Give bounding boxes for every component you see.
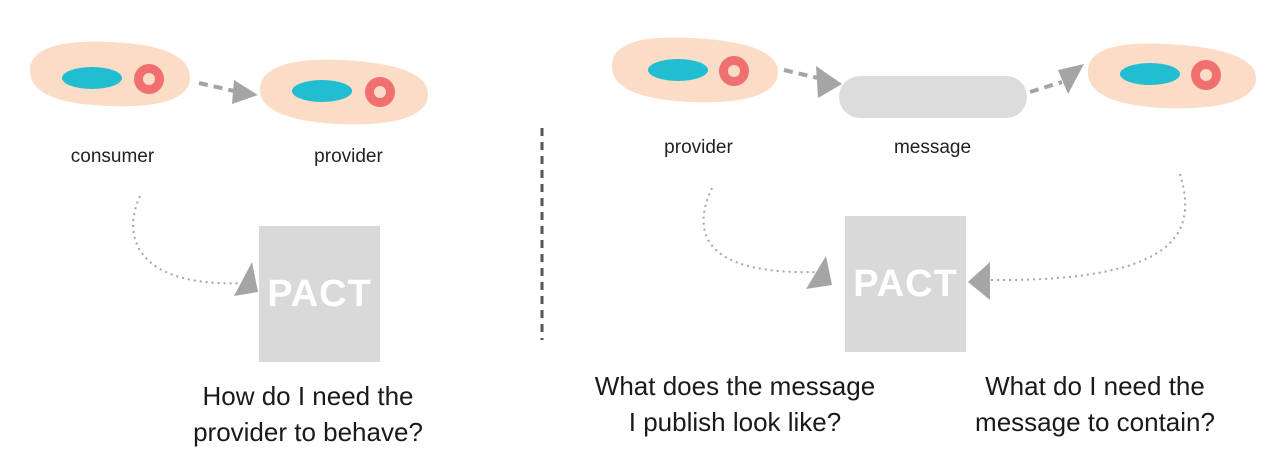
provider-to-pact-arrow (702, 187, 819, 274)
left-question-line2: provider to behave? (193, 417, 423, 447)
publish-arrowhead (816, 66, 842, 98)
request-arrowhead (232, 80, 258, 104)
provider-service-icon (259, 59, 428, 125)
right-question-publish-line2: I publish look like? (628, 407, 842, 437)
consumer-to-pact-arrowhead (234, 262, 258, 296)
pact-text-left: PACT (267, 272, 372, 315)
right-provider-label: provider (664, 137, 733, 158)
pact-document-right: PACT (845, 216, 966, 352)
right-question-publish: What does the message I publish look lik… (560, 368, 910, 440)
left-question-line1: How do I need the (202, 381, 414, 411)
consumer-service-icon (30, 41, 190, 107)
left-question: How do I need the provider to behave? (150, 378, 466, 450)
pact-document-left: PACT (259, 226, 380, 362)
right-consumer-service-icon (1087, 43, 1256, 109)
consume-arrow (1029, 80, 1063, 94)
right-question-contain-line1: What do I need the (985, 371, 1205, 401)
right-question-contain-line2: message to contain? (975, 407, 1215, 437)
request-arrow (198, 81, 235, 93)
consumer-to-right-pact-arrow (989, 173, 1187, 282)
consume-arrowhead (1058, 64, 1084, 94)
right-question-publish-line1: What does the message (594, 371, 876, 401)
pact-text-right: PACT (853, 262, 958, 305)
consumer-label: consumer (70, 146, 155, 167)
right-question-contain: What do I need the message to contain? (930, 368, 1260, 440)
consumer-to-right-pact-arrowhead (968, 262, 990, 300)
provider-to-pact-arrowhead (806, 256, 832, 289)
publish-arrow (783, 68, 819, 80)
message-label: message (893, 137, 972, 158)
right-provider-service-icon (611, 37, 778, 103)
message-box (839, 76, 1027, 118)
consumer-to-pact-arrow (132, 195, 247, 285)
provider-label: provider (314, 146, 383, 167)
